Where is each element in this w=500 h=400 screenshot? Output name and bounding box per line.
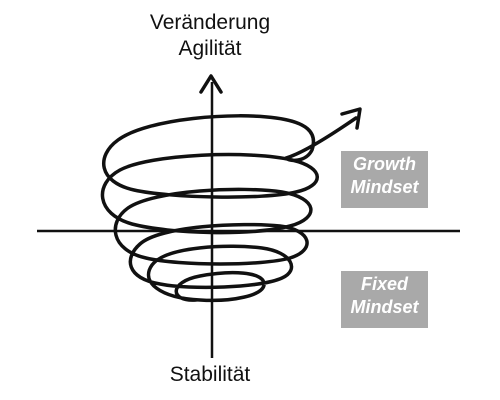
fixed-mindset-box: Fixed Mindset [341, 271, 428, 328]
fixed-mindset-line1: Fixed [360, 274, 408, 294]
growth-mindset-box: Growth Mindset [341, 151, 428, 208]
vertical-axis-arrowhead [199, 74, 223, 94]
growth-spiral [100, 114, 358, 303]
spiral-arrowhead [340, 107, 362, 130]
axis-label-top-veraenderung: Veränderung [149, 11, 271, 34]
growth-mindset-line2: Mindset [350, 177, 419, 197]
axis-label-top-agilitaet: Agilität [178, 37, 242, 60]
fixed-mindset-line2: Mindset [350, 297, 419, 317]
axis-label-bottom-stabilitaet: Stabilität [169, 363, 251, 386]
growth-mindset-line1: Growth [353, 154, 416, 174]
